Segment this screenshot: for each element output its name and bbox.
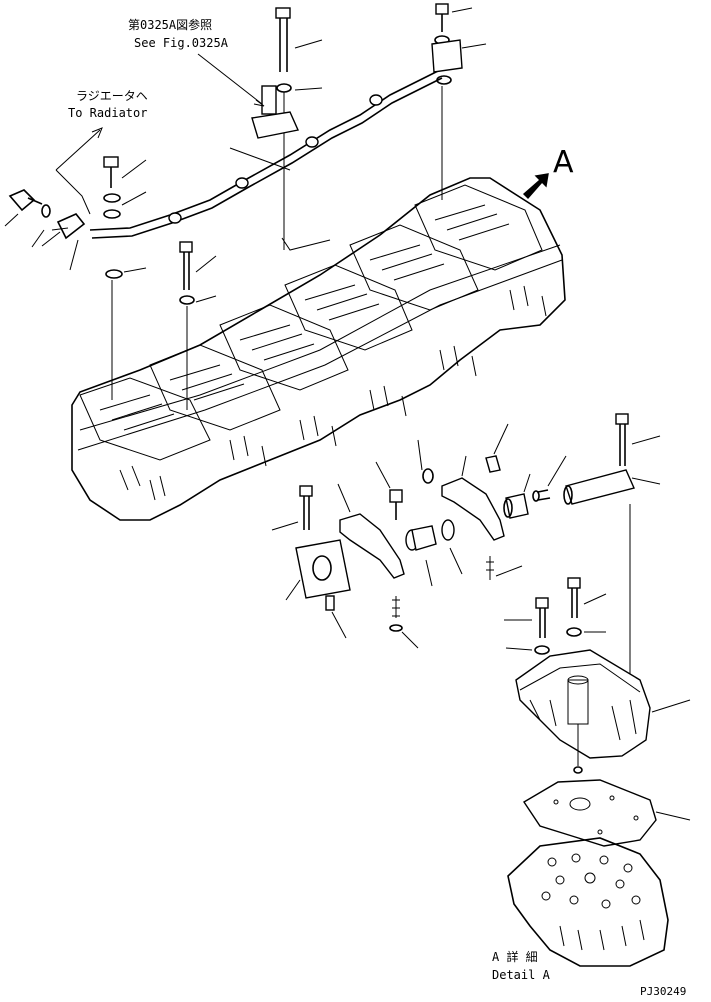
pipe-clips	[168, 94, 383, 224]
pipe-bolt-left	[103, 156, 147, 400]
stud-bolt-left	[179, 241, 217, 410]
drawing-code: PJ30249	[640, 985, 687, 998]
radiator-fitting-assembly	[4, 189, 86, 271]
valve-cover-sections	[79, 184, 543, 461]
rocker-shaft-support	[285, 539, 351, 639]
view-a-label: A	[553, 145, 574, 180]
detail-head-section	[507, 837, 669, 967]
side-port-marks	[119, 285, 547, 501]
fitting-bolt-head	[8, 189, 36, 212]
cylinder-head	[71, 177, 566, 521]
see-fig-label-en: See Fig.0325A	[134, 36, 228, 50]
water-pipe	[89, 69, 441, 231]
fitting-washer	[41, 204, 51, 218]
long-bolt-right	[431, 3, 487, 200]
rocker-arm-right	[417, 423, 523, 580]
detail-a-label-en: Detail A	[492, 968, 550, 982]
fitting-clamp	[56, 213, 86, 240]
detail-bolt-left	[504, 597, 550, 655]
rocker-bolt-left	[271, 485, 313, 531]
see-fig-label-jp: 第0325A図参照	[128, 18, 213, 32]
rocker-housing	[515, 649, 691, 774]
see-fig-leader	[197, 53, 263, 105]
to-radiator-arrow	[55, 127, 103, 171]
rocker-bushing-right	[503, 473, 531, 519]
shaft-bolt	[615, 413, 661, 690]
rocker-arms-on-head	[99, 204, 510, 431]
rocker-shaft	[563, 469, 661, 505]
view-a-arrow	[522, 173, 549, 200]
rocker-arm-left	[337, 461, 419, 649]
detail-a-label-jp: A 詳 細	[492, 950, 538, 964]
to-radiator-label-en: To Radiator	[68, 106, 148, 120]
gasket	[523, 779, 691, 847]
to-radiator-label-jp: ラジエータヘ	[76, 89, 148, 103]
small-pin	[532, 455, 567, 502]
detail-bolt-right	[566, 577, 607, 637]
rocker-bushings	[405, 519, 463, 587]
mount-bracket	[251, 85, 299, 139]
